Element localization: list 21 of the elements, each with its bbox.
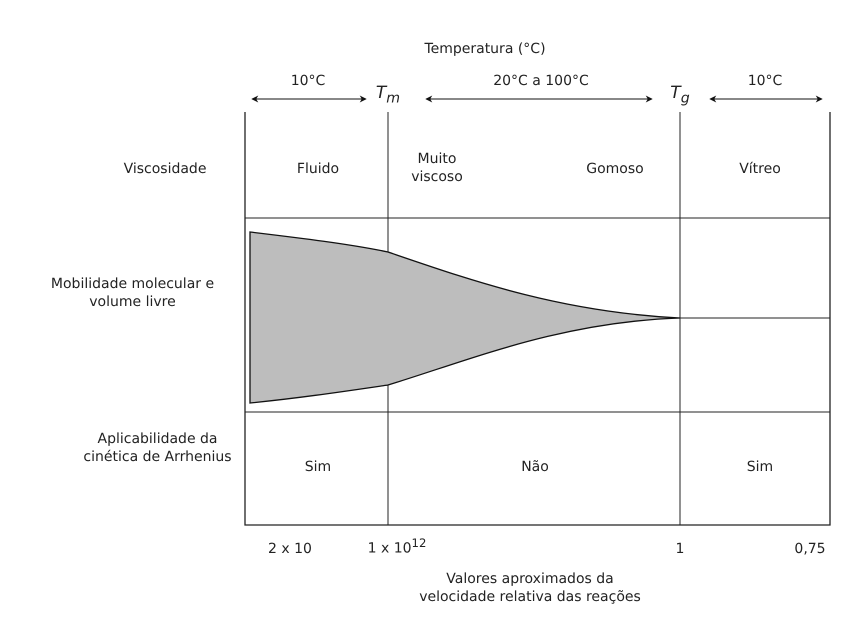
range-label: 10°C: [746, 72, 784, 90]
table-cell-text: Não: [520, 458, 550, 476]
temperature-axis-title: Temperatura (°C): [423, 40, 547, 58]
axis-tick-label: 1 x 10$^{12}$: [366, 535, 428, 558]
temperature-mark: T$_{g}$: [669, 84, 691, 108]
table-cell-text: Fluido: [296, 160, 340, 178]
row-header: Aplicabilidade da cinética de Arrhenius: [82, 430, 233, 466]
table-cell-text: Vítreo: [738, 160, 782, 178]
temperature-mark: T$_{m}$: [374, 84, 402, 108]
table-cell-text: Gomoso: [585, 160, 645, 178]
axis-tick-label: 1: [674, 540, 686, 558]
axis-title: Valores aproximados da velocidade relativa das reações: [418, 570, 642, 606]
table-cell-text: Sim: [304, 458, 332, 476]
row-header: Viscosidade: [122, 160, 208, 178]
range-label: 20°C a 100°C: [492, 72, 590, 90]
table-cell-text: Muito viscoso: [410, 150, 464, 186]
row-header: Mobilidade molecular e volume livre: [50, 275, 216, 311]
table-cell-text: Sim: [746, 458, 774, 476]
axis-tick-label: 2 x 10: [267, 540, 313, 558]
range-label: 10°C: [290, 72, 326, 90]
axis-tick-label: 0,75: [793, 540, 827, 558]
